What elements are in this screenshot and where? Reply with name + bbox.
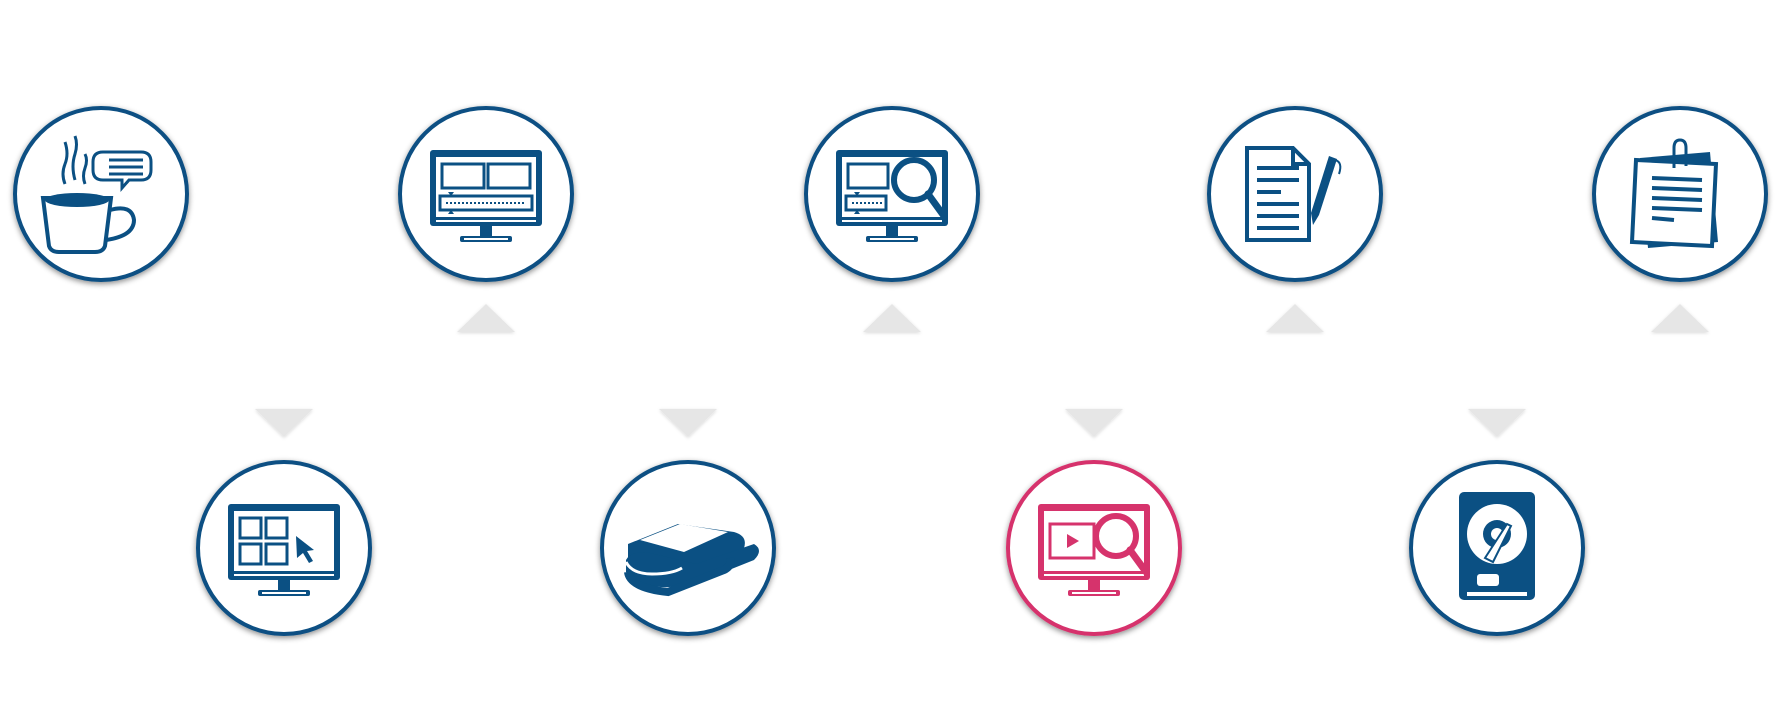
arrow-up-icon — [457, 304, 515, 332]
step-node-3 — [398, 106, 574, 282]
document-pen-icon — [1245, 146, 1342, 242]
arrow-down-icon — [1468, 409, 1526, 437]
monitor-timeline-search-icon — [836, 150, 948, 242]
arrow-down-icon — [1065, 409, 1123, 437]
step-node-6 — [1006, 460, 1182, 636]
hard-drive-icon — [1459, 492, 1535, 600]
clipped-papers-icon — [1629, 138, 1719, 249]
step-node-9 — [1592, 106, 1768, 282]
arrow-up-icon — [1651, 304, 1709, 332]
step-node-7 — [1207, 106, 1383, 282]
coffee-chat-icon — [40, 135, 153, 254]
monitor-video-search-icon — [1038, 504, 1150, 596]
arrow-down-icon — [659, 409, 717, 437]
step-node-5 — [804, 106, 980, 282]
arrow-down-icon — [255, 409, 313, 437]
arrow-up-icon — [1266, 304, 1324, 332]
step-node-8 — [1409, 460, 1585, 636]
monitor-timeline-icon — [430, 150, 542, 242]
monitor-apps-icon — [228, 504, 340, 596]
arrow-up-icon — [863, 304, 921, 332]
sandwich-icon — [624, 524, 759, 597]
step-circle — [13, 106, 189, 282]
step-node-1 — [13, 106, 189, 282]
step-node-2 — [196, 460, 372, 636]
step-node-4 — [600, 460, 776, 636]
